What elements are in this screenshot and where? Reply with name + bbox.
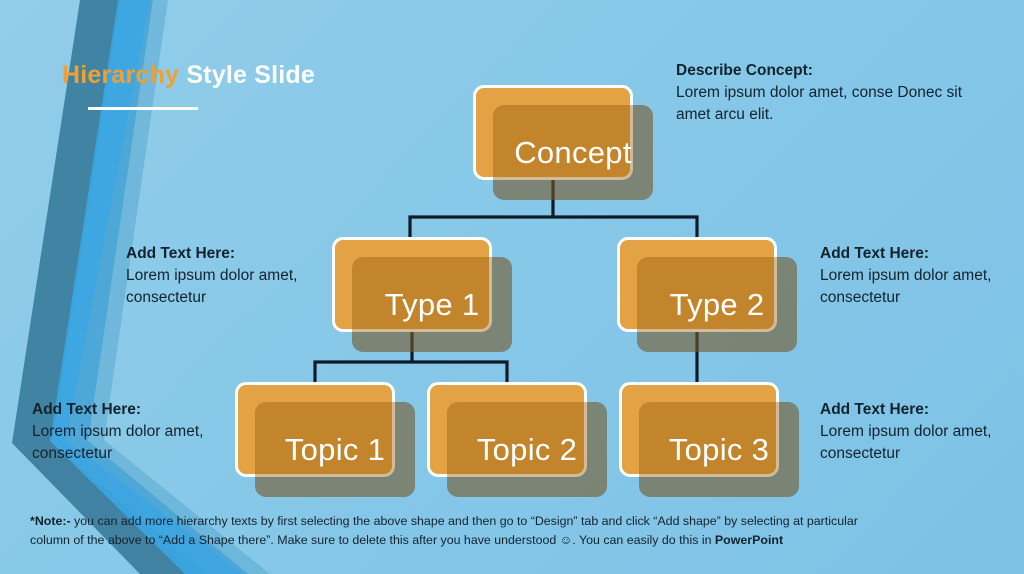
- page-title: Hierarchy Style Slide: [62, 62, 482, 110]
- node-type2-overlay: [637, 257, 797, 352]
- footer-note-line2-text: column of the above to “Add a Shape ther…: [30, 532, 715, 547]
- describe-concept-block: Describe Concept: Lorem ipsum dolor amet…: [676, 60, 996, 126]
- note-topic3-right: Add Text Here: Lorem ipsum dolor amet, c…: [820, 399, 1010, 465]
- node-concept-overlay: [493, 105, 653, 200]
- node-type2-surface: [617, 237, 777, 332]
- note-topic1-left: Add Text Here: Lorem ipsum dolor amet, c…: [32, 399, 222, 465]
- node-topic2-label: Topic 2: [476, 431, 578, 467]
- node-type1-label: Type 1: [384, 286, 480, 322]
- node-type1-surface: [332, 237, 492, 332]
- title-underline: [88, 107, 198, 110]
- node-type2-label: Type 2: [669, 286, 765, 322]
- note-type1-left-heading: Add Text Here:: [126, 245, 236, 262]
- title-text: Hierarchy Style Slide: [62, 62, 482, 88]
- node-topic2-overlay: [447, 402, 607, 497]
- node-topic2-surface: [427, 382, 587, 477]
- footer-note: *Note:- you can add more hierarchy texts…: [30, 512, 996, 550]
- title-accent-word: Hierarchy: [62, 61, 180, 89]
- node-concept-surface: [473, 85, 633, 180]
- note-type2-right-heading: Add Text Here:: [820, 245, 930, 262]
- node-topic1-overlay: [255, 402, 415, 497]
- footer-note-line1: *Note:- you can add more hierarchy texts…: [30, 512, 996, 531]
- describe-concept-body: Lorem ipsum dolor amet, conse Donec sit …: [676, 84, 963, 123]
- footer-note-line2: column of the above to “Add a Shape ther…: [30, 531, 996, 550]
- note-type2-right-body: Lorem ipsum dolor amet, consectetur: [820, 267, 992, 306]
- title-plain-words: Style Slide: [186, 61, 315, 89]
- note-type1-left: Add Text Here: Lorem ipsum dolor amet, c…: [126, 243, 316, 309]
- describe-concept-heading: Describe Concept:: [676, 62, 813, 79]
- node-topic1-surface: [235, 382, 395, 477]
- footer-note-lead: *Note:-: [30, 514, 71, 528]
- note-topic1-left-body: Lorem ipsum dolor amet, consectetur: [32, 423, 204, 462]
- note-topic3-right-heading: Add Text Here:: [820, 401, 930, 418]
- footer-note-line1-text: you can add more hierarchy texts by firs…: [70, 514, 858, 528]
- note-type1-left-body: Lorem ipsum dolor amet, consectetur: [126, 267, 298, 306]
- node-topic3-overlay: [639, 402, 799, 497]
- node-topic3-surface: [619, 382, 779, 477]
- footer-note-powerpoint: PowerPoint: [714, 532, 784, 547]
- node-topic3-label: Topic 3: [668, 431, 770, 467]
- note-type2-right: Add Text Here: Lorem ipsum dolor amet, c…: [820, 243, 1010, 309]
- node-type1-overlay: [352, 257, 512, 352]
- note-topic3-right-body: Lorem ipsum dolor amet, consectetur: [820, 423, 992, 462]
- node-topic1-label: Topic 1: [284, 431, 386, 467]
- node-concept-label: Concept: [514, 134, 632, 170]
- note-topic1-left-heading: Add Text Here:: [32, 401, 142, 418]
